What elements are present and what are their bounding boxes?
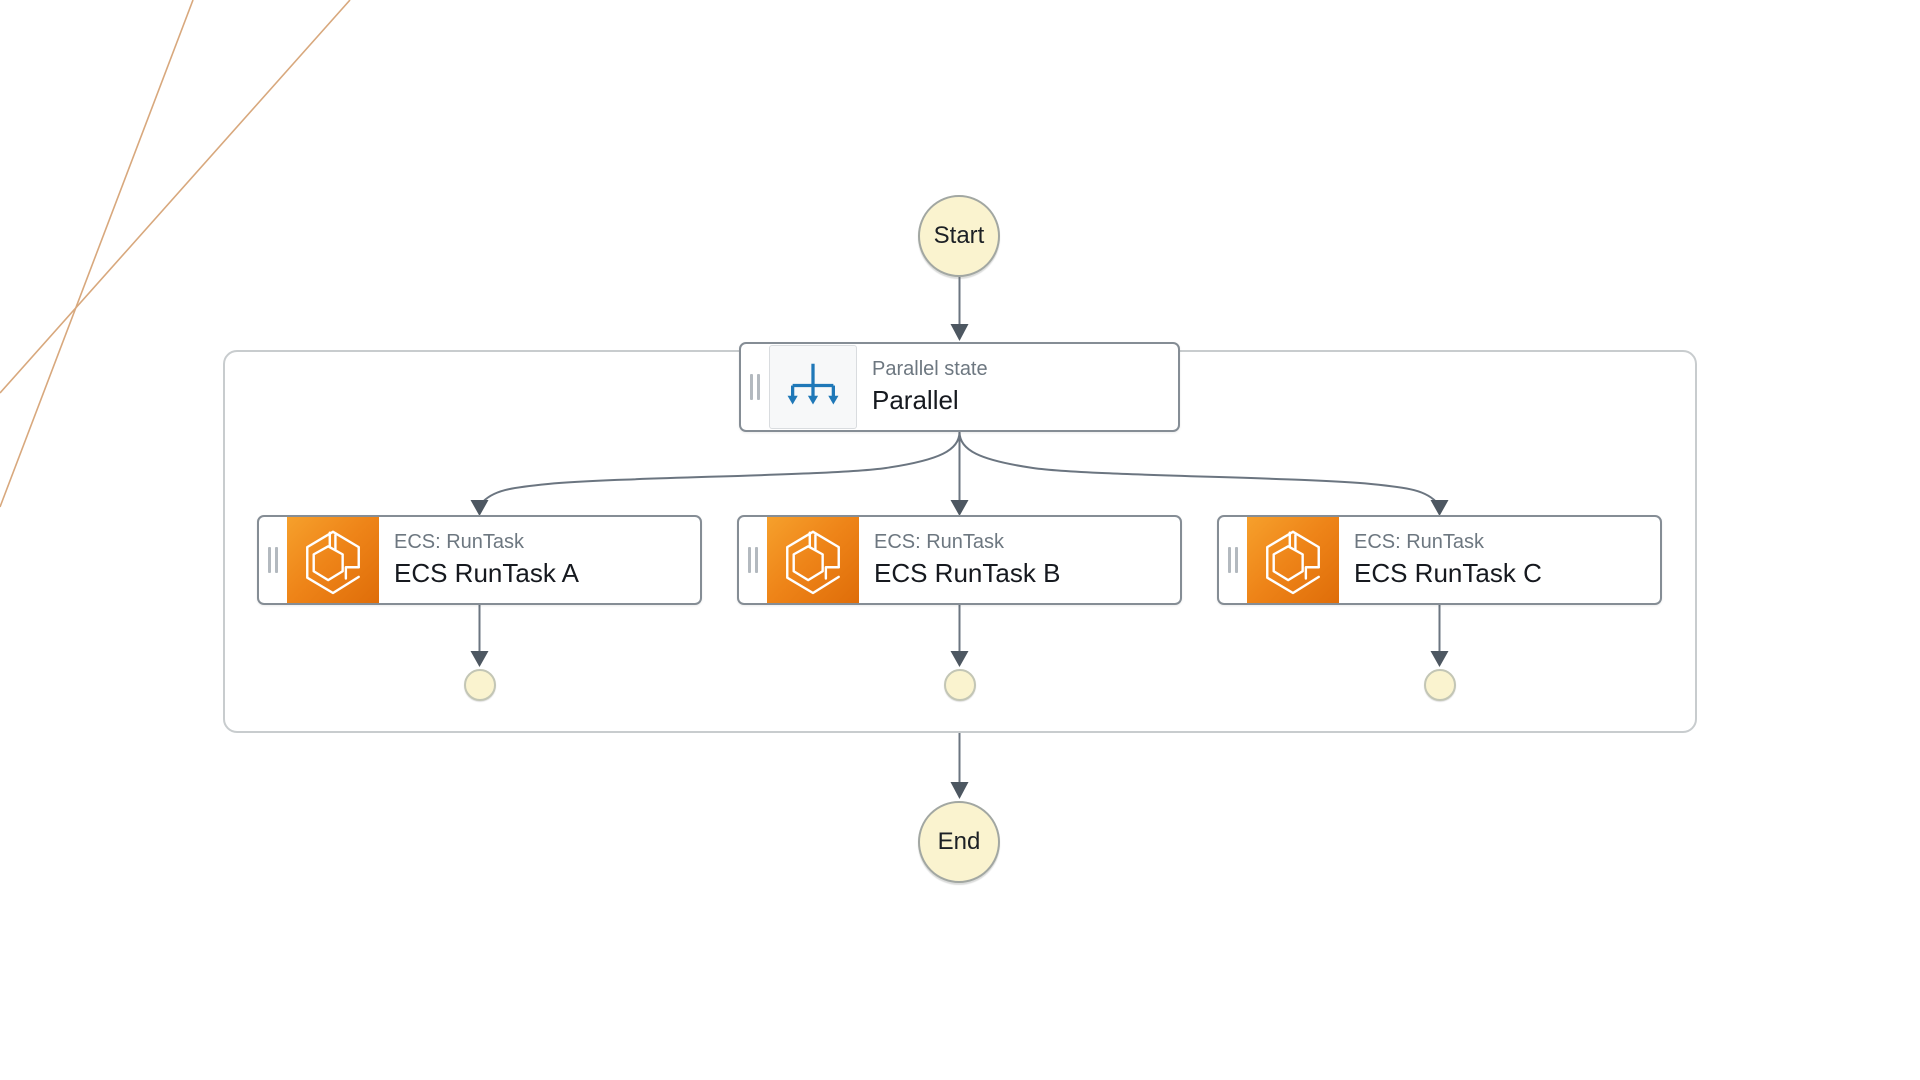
branch-terminal-circle [1424,669,1456,701]
decor-lines [0,0,351,508]
arrowhead [950,500,969,516]
state-type-label: Parallel state [872,358,988,381]
parallel-fork-icon [787,363,839,405]
arrowheads [470,324,1449,799]
connector-parallel-to-a [480,431,961,505]
state-node-ecs-runtask-a[interactable]: ECS: RunTask ECS RunTask A [257,515,702,605]
drag-handle[interactable] [259,517,287,603]
connector-parallel-to-c [958,431,1439,505]
state-node-parallel[interactable]: Parallel state Parallel [739,342,1180,432]
end-circle: End [918,801,1000,883]
arrowhead [470,651,489,667]
state-name: Parallel [872,385,959,416]
drag-handle[interactable] [739,517,767,603]
state-type-label: ECS: RunTask [394,531,525,554]
drag-handle[interactable] [741,344,769,430]
arrowhead [470,500,489,516]
drag-handle[interactable] [1219,517,1247,603]
branch-terminal-circle [944,669,976,701]
arrowhead [950,324,969,341]
state-node-ecs-runtask-c[interactable]: ECS: RunTask ECS RunTask C [1217,515,1662,605]
state-name: ECS RunTask C [1354,558,1542,589]
decor-line [0,0,194,508]
start-circle: Start [918,195,1000,277]
decor-line [0,0,351,394]
branch-terminal-circle [464,669,496,701]
ecs-icon [1266,530,1320,595]
arrowhead [950,782,969,799]
start-label: Start [933,222,985,249]
arrowhead [1430,500,1449,516]
state-name: ECS RunTask B [874,558,1061,589]
arrowhead [950,651,969,667]
ecs-icon [306,530,360,595]
state-type-label: ECS: RunTask [874,531,1005,554]
state-node-ecs-runtask-b[interactable]: ECS: RunTask ECS RunTask B [737,515,1182,605]
state-name: ECS RunTask A [394,558,579,589]
ecs-icon [786,530,840,595]
end-label: End [937,828,981,855]
arrowhead [1430,651,1449,667]
state-type-label: ECS: RunTask [1354,531,1485,554]
connectors [478,277,1441,784]
